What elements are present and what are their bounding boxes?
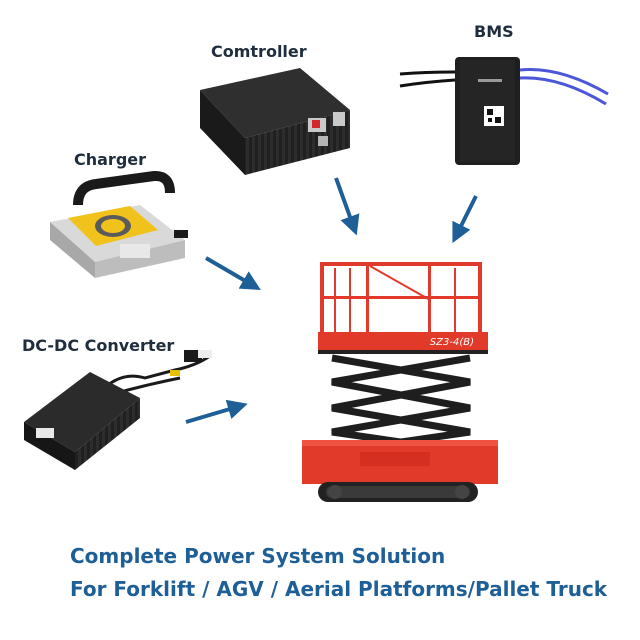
- headline-line1: Complete Power System Solution: [70, 544, 446, 568]
- scissor-lift-image: [302, 262, 498, 502]
- controller-image: [200, 68, 350, 175]
- flow-arrows: [185, 177, 478, 424]
- arrow-charger: [204, 256, 261, 291]
- headline-line2: For Forklift / AGV / Aerial Platforms/Pa…: [70, 577, 608, 601]
- charger-label: Charger: [74, 150, 147, 169]
- bms-label: BMS: [474, 22, 514, 41]
- dcdc-image: [24, 350, 212, 470]
- bms-image: [399, 57, 609, 165]
- arrow-dcdc: [185, 399, 248, 424]
- arrow-controller: [334, 177, 360, 236]
- controller-label: Comtroller: [211, 42, 307, 61]
- dcdc-label: DC-DC Converter: [22, 336, 175, 355]
- lift-model-plate: SZ3-4(B): [430, 337, 474, 348]
- arrow-bms: [452, 195, 478, 244]
- charger-image: [50, 170, 188, 278]
